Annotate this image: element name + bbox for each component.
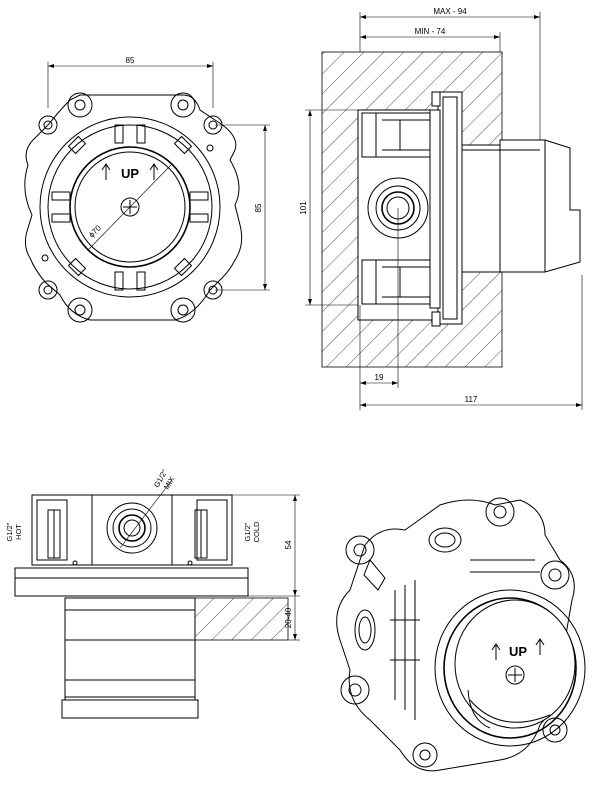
side-view: G1/2" MIX G1/2" HOT G1/2" COLD 54 20-40 xyxy=(5,468,300,719)
port-hot-label: HOT xyxy=(14,524,23,540)
mounting-screw-hole xyxy=(542,717,568,743)
front-up-label: UP xyxy=(121,166,139,181)
mounting-screw-hole xyxy=(412,742,438,768)
front-width-dimension: 85 xyxy=(47,56,214,108)
section-height-dimension: 101 xyxy=(299,109,358,306)
port-cold-label: COLD xyxy=(252,521,261,542)
section-total-dimension: 117 xyxy=(359,275,583,410)
front-height-label: 85 xyxy=(254,203,263,212)
side-height-dimension: 54 xyxy=(232,494,300,597)
side-depth-dimension: 20-40 xyxy=(284,596,300,641)
mounting-screw-hole xyxy=(38,280,58,300)
up-arrow-icon xyxy=(491,643,501,660)
min-dimension: MIN - 74 xyxy=(360,27,501,52)
front-view: 85 85 xyxy=(24,56,270,323)
section-total-label: 117 xyxy=(465,395,478,404)
isometric-view: UP xyxy=(336,497,586,772)
mounting-screw-hole xyxy=(203,115,223,135)
front-width-label: 85 xyxy=(126,56,135,65)
iso-up-label: UP xyxy=(509,644,527,659)
side-depth-label: 20-40 xyxy=(284,607,293,628)
up-arrow-icon xyxy=(149,163,159,180)
mounting-screw-hole xyxy=(485,497,515,527)
section-height-label: 101 xyxy=(299,201,308,215)
up-arrow-icon xyxy=(535,638,545,655)
max-dimension: MAX - 94 xyxy=(359,7,541,140)
section-view: MAX - 94 MIN - 74 xyxy=(299,7,583,410)
mounting-screw-hole xyxy=(38,115,58,135)
section-offset-dimension: 19 xyxy=(359,208,399,388)
front-height-dimension: 85 xyxy=(215,124,270,291)
side-height-label: 54 xyxy=(284,540,293,549)
mounting-screw-hole xyxy=(203,280,223,300)
port-hot-size: G1/2" xyxy=(5,522,14,541)
section-offset-label: 19 xyxy=(375,373,384,382)
mounting-screw-hole xyxy=(540,560,570,590)
up-arrow-icon xyxy=(101,163,111,180)
port-cold-size: G1/2" xyxy=(243,522,252,541)
mounting-screw-hole xyxy=(345,535,375,565)
max-dimension-label: MAX - 94 xyxy=(433,7,467,16)
mounting-screw-hole xyxy=(340,675,370,705)
min-dimension-label: MIN - 74 xyxy=(415,27,446,36)
